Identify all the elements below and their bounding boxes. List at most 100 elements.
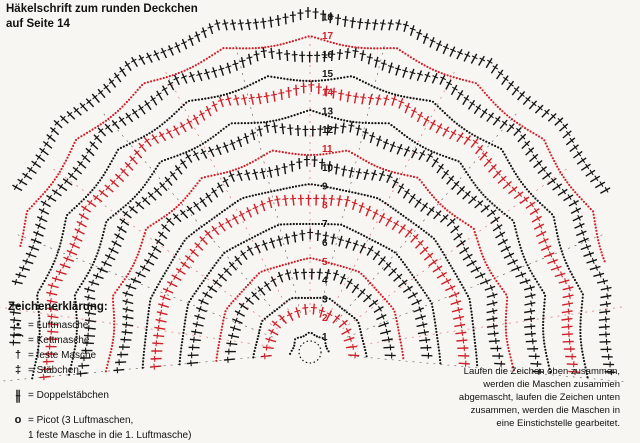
stitch-stroke (425, 72, 429, 82)
stitch-stroke (29, 246, 39, 250)
chain-dot (279, 265, 281, 267)
chain-dot (239, 47, 241, 49)
fan-spoke (319, 41, 385, 313)
chain-dot (592, 210, 594, 212)
chain-dot (465, 80, 467, 82)
chain-dot (206, 222, 208, 224)
chain-dot (48, 186, 50, 188)
chain-dot (337, 118, 339, 120)
stitch-stroke (202, 149, 207, 159)
chain-dot (488, 142, 490, 144)
chain-dot (495, 104, 497, 106)
chain-dot (382, 168, 384, 170)
chain-dot (185, 237, 187, 239)
stitch-stroke (224, 20, 227, 31)
chain-dot (508, 116, 510, 118)
chain-dot (143, 235, 145, 237)
chain-dot (193, 293, 195, 295)
stitch-stroke (70, 244, 80, 249)
stitch-crossbar (606, 324, 607, 330)
stitch-stroke (266, 92, 268, 103)
stitch-stroke (238, 137, 241, 147)
chain-dot (401, 351, 403, 353)
chain-dot (258, 332, 260, 334)
chain-dot (82, 280, 84, 282)
chain-dot (72, 145, 74, 147)
chain-dot (220, 173, 222, 175)
chain-dot (21, 236, 23, 238)
stitch-stroke (347, 48, 348, 59)
chain-dot (145, 229, 147, 231)
chain-dot (345, 150, 347, 152)
chain-dot (465, 222, 467, 224)
chain-dot (207, 97, 209, 99)
chain-dot (85, 196, 87, 198)
chain-dot (211, 96, 213, 98)
stitch-stroke (235, 311, 245, 316)
stitch-crossbar (323, 235, 329, 236)
stitch-crossbar (261, 51, 267, 52)
chain-dot (456, 217, 458, 219)
chain-dot (303, 335, 305, 337)
stitch-stroke (296, 307, 299, 318)
chain-dot (357, 232, 359, 234)
chain-dot (221, 211, 223, 213)
chain-dot (339, 44, 341, 46)
chain-dot (528, 191, 530, 193)
chain-dot (416, 98, 418, 100)
stitch-stroke (85, 297, 96, 300)
chain-dot (506, 341, 508, 343)
chain-dot (231, 204, 233, 206)
chain-dot (21, 239, 23, 241)
stitch-stroke (52, 278, 63, 281)
chain-dot (218, 341, 220, 343)
chain-dot (437, 105, 439, 107)
chain-dot (226, 250, 228, 252)
stitch-stroke (89, 282, 99, 285)
chain-dot (146, 134, 148, 136)
chain-dot (505, 325, 507, 327)
chain-dot (297, 260, 299, 262)
chain-dot (292, 186, 294, 188)
chain-dot (421, 181, 423, 183)
chain-dot (104, 171, 106, 173)
stitch-stroke (511, 267, 521, 271)
stitch-stroke (369, 94, 372, 105)
chain-dot (371, 85, 373, 87)
stitch-stroke (555, 273, 566, 276)
chain-dot (159, 281, 161, 283)
chain-dot (505, 306, 507, 308)
chain-dot (133, 262, 135, 264)
chain-dot (491, 144, 493, 146)
stitch-stroke (387, 173, 392, 183)
stitch-stroke (263, 240, 267, 250)
chain-dot (394, 251, 396, 253)
chain-dot (545, 352, 547, 354)
chain-dot (371, 163, 373, 165)
chain-dot (437, 340, 439, 342)
chain-dot (183, 240, 185, 242)
chain-dot (253, 353, 255, 355)
chain-dot (527, 129, 529, 131)
chain-dot (309, 257, 311, 259)
chain-dot (40, 286, 42, 288)
chain-dot (247, 122, 249, 124)
chain-dot (316, 258, 318, 260)
stitch-stroke (48, 285, 59, 288)
stitch-stroke (37, 217, 47, 222)
chain-dot (141, 84, 143, 86)
chain-dot (261, 47, 263, 49)
chain-dot (345, 45, 347, 47)
chain-dot (276, 44, 278, 46)
stitch-stroke (575, 224, 585, 229)
stitch-crossbar (333, 127, 339, 128)
stitch-stroke (194, 115, 199, 125)
chain-dot (346, 311, 348, 313)
chain-dot (274, 225, 276, 227)
chain-dot (377, 242, 379, 244)
chain-dot (65, 160, 67, 162)
chain-dot (342, 44, 344, 46)
chain-dot (406, 136, 408, 138)
stitch-crossbar (268, 20, 274, 21)
stitch-stroke (450, 47, 455, 57)
